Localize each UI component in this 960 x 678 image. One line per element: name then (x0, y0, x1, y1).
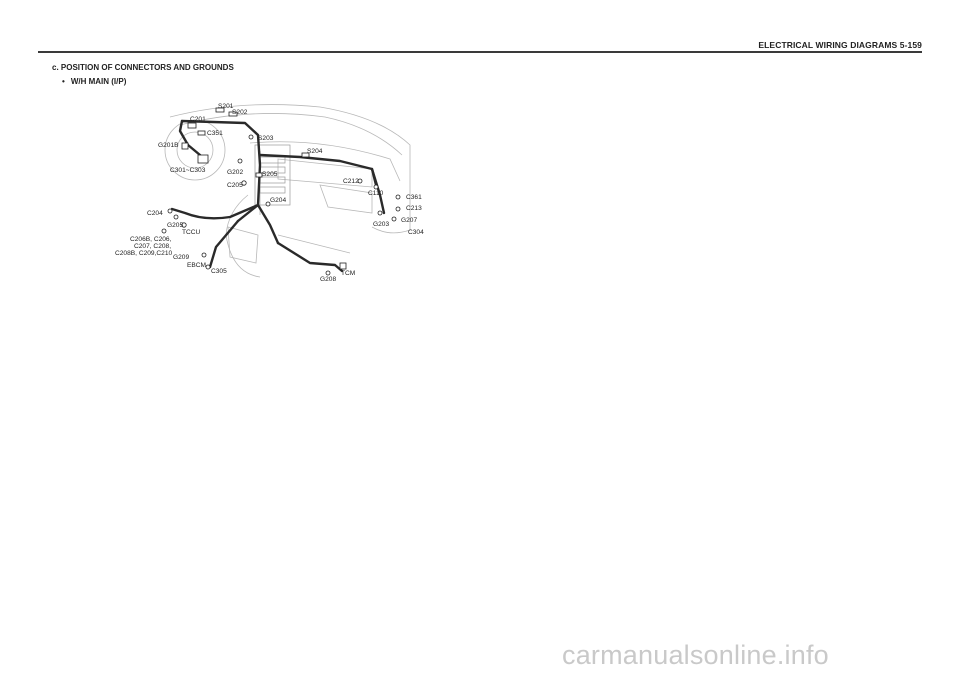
subsection-heading-text: W/H MAIN (I/P) (70, 77, 127, 86)
label-c204: C204 (147, 210, 163, 217)
label-s203: S203 (258, 135, 274, 142)
label-g202: G202 (227, 169, 243, 176)
label-c206b-list-1: C206B, C206, (130, 236, 172, 243)
label-c213: C213 (406, 205, 422, 212)
label-c304: C304 (408, 229, 424, 236)
label-g209: G209 (173, 254, 189, 261)
label-tccu: TCCU (182, 229, 201, 236)
label-ebcm: EBCM (187, 262, 206, 269)
label-s202: S202 (232, 109, 248, 116)
label-tcm: TCM (341, 270, 355, 277)
subsection-heading: • W/H MAIN (I/P) (62, 77, 126, 86)
section-heading: c. POSITION OF CONNECTORS AND GROUNDS (52, 63, 234, 72)
label-c301-c303: C301~C303 (170, 167, 206, 174)
label-c110: C110 (368, 190, 384, 197)
connector-markers (161, 107, 401, 276)
label-g201b: G201B (158, 142, 179, 149)
diagram-labels: S201 S202 C201 C351 G201B C301~C303 S203… (115, 103, 424, 283)
instrument-panel-wiring-diagram: S201 S202 C201 C351 G201B C301~C303 S203… (110, 95, 440, 295)
label-c361: C361 (406, 194, 422, 201)
label-g203: G203 (373, 221, 389, 228)
label-g208: G208 (320, 276, 336, 283)
center-console (254, 144, 291, 206)
wiring-diagram-svg: S201 S202 C201 C351 G201B C301~C303 S203… (115, 103, 424, 283)
bullet-icon: • (62, 77, 65, 86)
label-c206b-list-2: C207, C208, (134, 243, 171, 250)
wiring-harness (170, 119, 386, 273)
label-c205: C205 (227, 182, 243, 189)
label-g207: G207 (401, 217, 417, 224)
label-c351: C351 (207, 130, 223, 137)
label-c206b-list-3: C208B, C209,C210 (115, 250, 173, 257)
label-c305: C305 (211, 268, 227, 275)
label-s205: S205 (262, 171, 278, 178)
watermark-text: carmanualsonline.info (562, 640, 829, 670)
page-header-title: ELECTRICAL WIRING DIAGRAMS 5-159 (758, 40, 922, 50)
label-g205: G205 (167, 222, 183, 229)
label-s204: S204 (307, 148, 323, 155)
label-s201: S201 (218, 103, 234, 110)
label-g204: G204 (270, 197, 286, 204)
header-divider (38, 51, 922, 53)
label-c212: C212 (343, 178, 359, 185)
label-c201: C201 (190, 116, 206, 123)
